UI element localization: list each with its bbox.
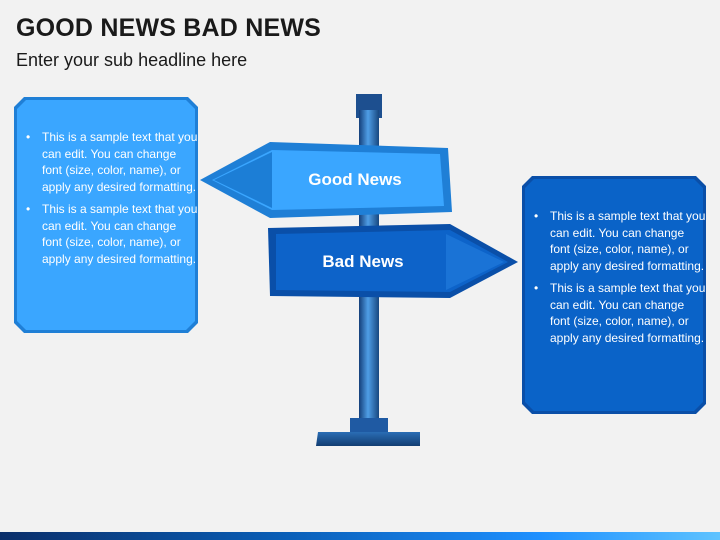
left-bullet-list: This is a sample text that you can edit.… — [14, 129, 198, 267]
bad-news-label: Bad News — [322, 252, 404, 271]
list-item: This is a sample text that you can edit.… — [534, 280, 706, 346]
page-subtitle: Enter your sub headline here — [16, 50, 248, 70]
list-item: This is a sample text that you can edit.… — [26, 129, 198, 195]
good-news-arrow — [200, 142, 452, 218]
right-bullet-list: This is a sample text that you can edit.… — [522, 208, 706, 346]
sign-base — [316, 432, 420, 446]
good-news-label: Good News — [308, 170, 402, 189]
page-title: GOOD NEWS BAD NEWS — [16, 14, 321, 42]
left-text-box: This is a sample text that you can edit.… — [14, 97, 198, 333]
bad-news-arrow — [268, 224, 518, 298]
right-text-box: This is a sample text that you can edit.… — [522, 176, 706, 414]
footer-bar — [0, 532, 720, 540]
list-item: This is a sample text that you can edit.… — [534, 208, 706, 274]
list-item: This is a sample text that you can edit.… — [26, 201, 198, 267]
